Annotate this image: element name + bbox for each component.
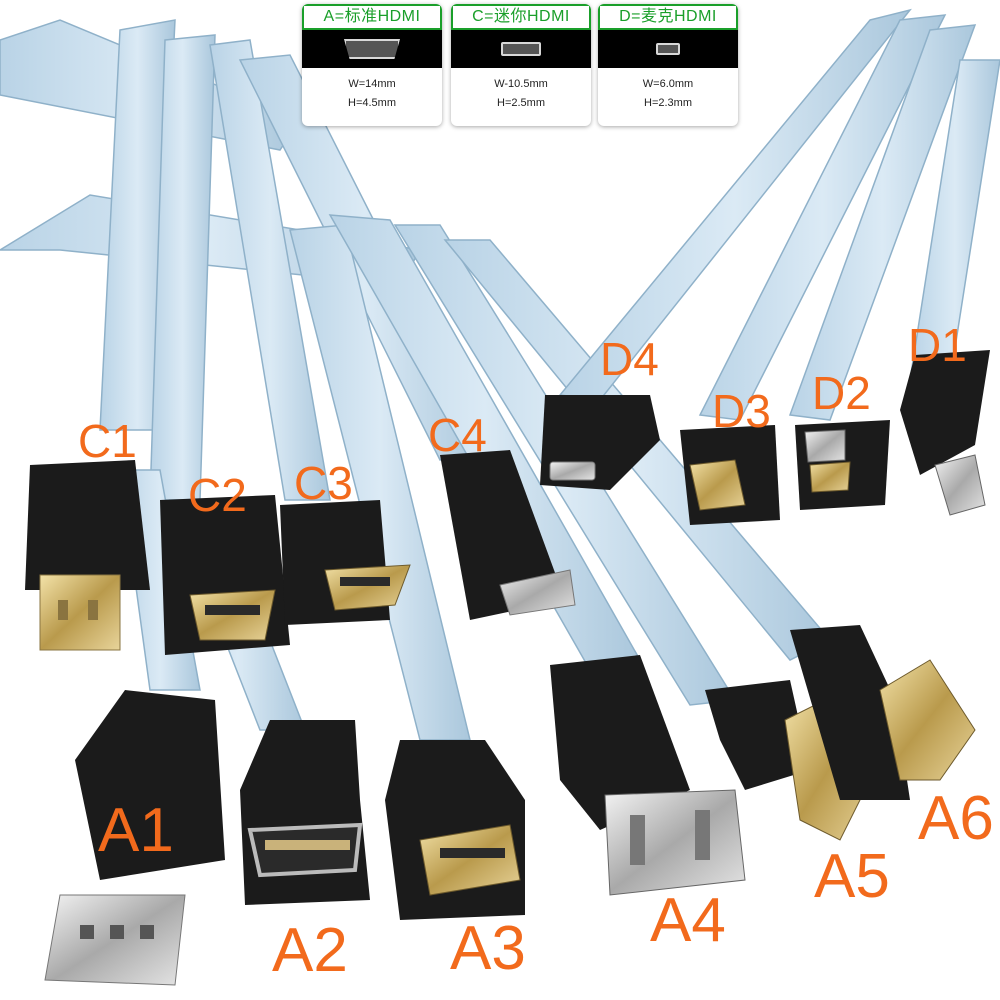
label-d4: D4	[600, 333, 659, 385]
legend-width: W=14mm	[348, 78, 396, 90]
hdmi-mini-port-icon	[451, 30, 591, 68]
legend-height: H=4.5mm	[348, 97, 396, 109]
connector-d2	[795, 420, 890, 510]
ribbon-cables-left	[0, 19, 832, 741]
label-c3: C3	[294, 457, 353, 509]
label-a4: A4	[650, 886, 726, 955]
connector-c1	[25, 460, 150, 651]
legend-card-mini-hdmi: C=迷你HDMI W-10.5mm H=2.5mm	[451, 4, 591, 126]
label-d3: D3	[712, 385, 771, 437]
legend-card-micro-hdmi: D=麦克HDMI W=6.0mm H=2.3mm	[598, 4, 738, 126]
connector-a1	[44, 690, 225, 986]
label-c4: C4	[428, 409, 487, 461]
connector-c3	[280, 500, 411, 625]
label-d2: D2	[812, 367, 871, 419]
legend-title: D=麦克HDMI	[598, 4, 738, 30]
connector-d4	[540, 395, 660, 490]
legend-height: H=2.3mm	[644, 97, 692, 109]
legend-width: W-10.5mm	[494, 78, 548, 90]
legend-height: H=2.5mm	[497, 97, 545, 109]
legend-width: W=6.0mm	[642, 78, 694, 90]
connector-a3	[385, 740, 525, 920]
legend-title: C=迷你HDMI	[451, 4, 591, 30]
label-a3: A3	[450, 914, 526, 983]
connector-a4	[550, 655, 746, 896]
ribbon-cables-right	[558, 8, 1000, 421]
label-a2: A2	[272, 916, 348, 985]
connector-a2	[240, 720, 370, 905]
hdmi-micro-port-icon	[598, 30, 738, 68]
legend-card-standard-hdmi: A=标准HDMI W=14mm H=4.5mm	[302, 4, 442, 126]
connector-c4	[440, 450, 576, 620]
connector-c2	[160, 495, 290, 655]
label-c2: C2	[188, 469, 247, 521]
label-a1: A1	[98, 796, 174, 865]
label-a6: A6	[918, 784, 994, 853]
hdmi-standard-port-icon	[302, 30, 442, 68]
label-c1: C1	[78, 415, 137, 467]
connector-a6	[790, 625, 976, 800]
label-a5: A5	[814, 842, 890, 911]
label-d1: D1	[908, 319, 967, 371]
legend-title: A=标准HDMI	[302, 4, 442, 30]
connector-d1	[900, 350, 990, 516]
connector-d3	[680, 425, 780, 525]
